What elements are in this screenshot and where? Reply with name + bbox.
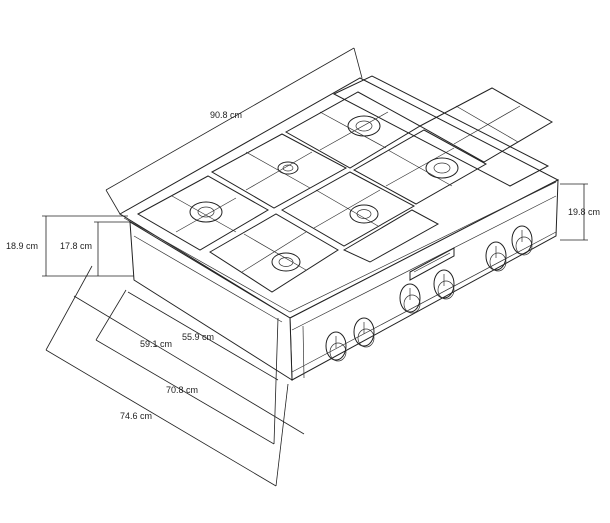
knob-icon <box>399 283 421 314</box>
cooktop-left-side <box>129 221 293 381</box>
burners <box>189 115 459 272</box>
knob-icon <box>433 269 455 300</box>
knob-icon <box>353 317 375 348</box>
burner-icon <box>277 161 299 175</box>
dim-total-width: 90.8 cm <box>210 110 242 120</box>
knob-icon <box>511 225 533 256</box>
dim-cutout-depth: 55.9 cm <box>182 332 214 342</box>
burner-icon <box>189 201 223 223</box>
dim-side-height-right: 19.8 cm <box>568 207 600 217</box>
dim-depth-inner: 70.8 cm <box>166 385 198 395</box>
dimension-lines <box>42 47 588 487</box>
dim-side-height-outer: 18.9 cm <box>6 241 38 251</box>
knobs <box>325 225 533 362</box>
burner-icon <box>425 157 459 179</box>
dim-depth-total: 74.6 cm <box>120 411 152 421</box>
knob-icon <box>485 241 507 272</box>
brand-badge <box>409 247 455 281</box>
dim-cutout-depth-2: 59.1 cm <box>140 339 172 349</box>
burner-icon <box>271 252 301 272</box>
burner-icon <box>349 204 379 224</box>
burner-icon <box>347 115 381 137</box>
dim-side-height-inner: 17.8 cm <box>60 241 92 251</box>
knob-icon <box>325 331 347 362</box>
